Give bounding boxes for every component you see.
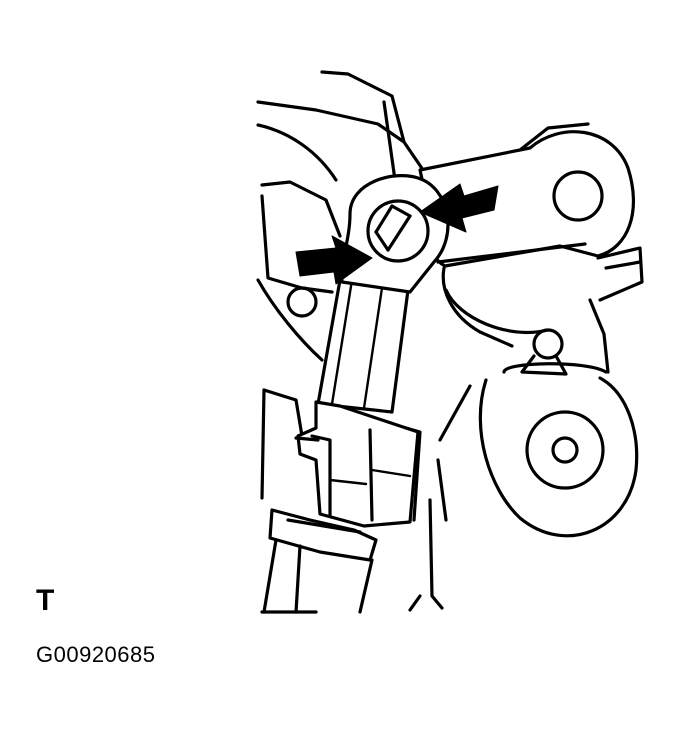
left-arrow-icon xyxy=(295,235,373,285)
indicator-arrows xyxy=(295,183,499,285)
cutout-and-hole xyxy=(444,288,568,376)
right-arrow-icon xyxy=(419,183,499,233)
eyelet-bolt xyxy=(340,174,450,294)
figure-code: G00920685 xyxy=(36,642,156,667)
rocker-bracket xyxy=(418,122,644,374)
lower-wheel xyxy=(408,362,639,612)
engine-housing xyxy=(256,70,436,500)
corner-letter: T xyxy=(36,584,55,617)
cable-assembly xyxy=(260,278,422,614)
